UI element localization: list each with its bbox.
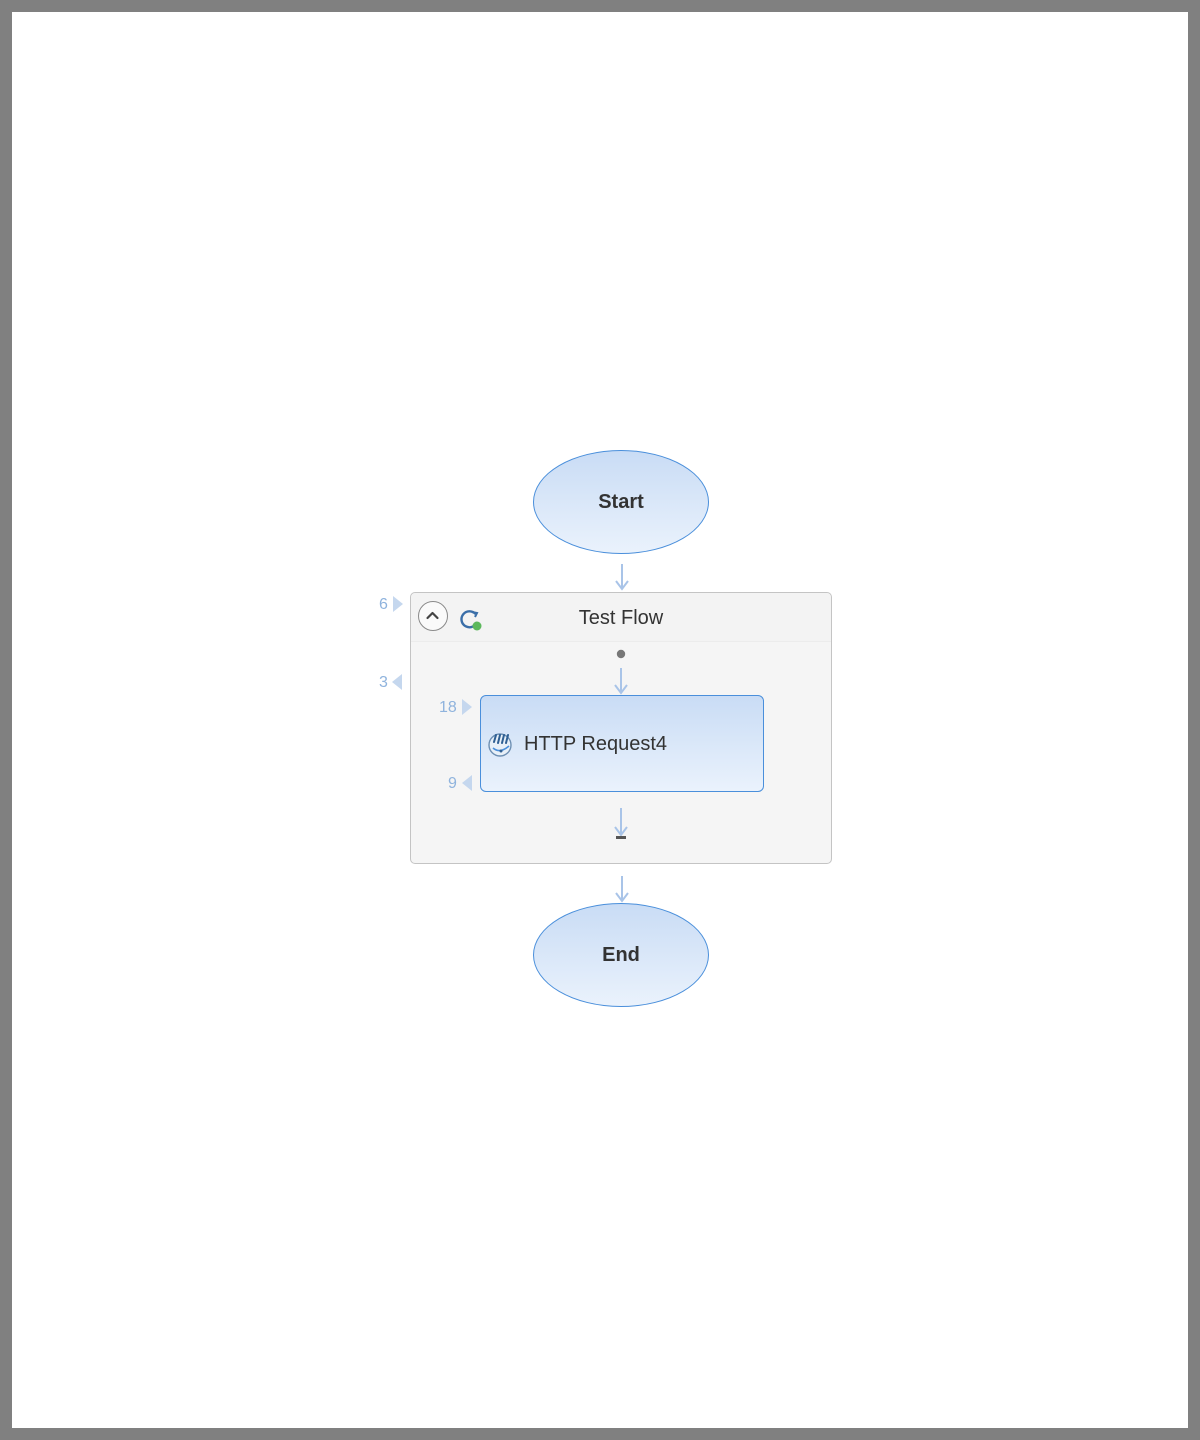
task-in-port-count: 18 — [439, 699, 457, 716]
loop-status-icon — [460, 610, 482, 631]
group-exit-marker — [616, 836, 626, 839]
group-title: Test Flow — [578, 607, 664, 629]
connector-arrow-start-to-group — [615, 564, 629, 591]
group-out-port[interactable] — [391, 673, 403, 691]
task-out-port-count: 9 — [448, 775, 457, 792]
end-node[interactable]: End — [533, 903, 709, 1007]
task-out-port[interactable] — [461, 774, 473, 792]
chevron-up-icon — [426, 611, 439, 620]
connector-arrow-group-to-end — [615, 876, 629, 903]
group-entry-connector — [614, 649, 628, 695]
start-node-label: Start — [598, 490, 644, 513]
start-node[interactable]: Start — [533, 450, 709, 554]
task-in-port[interactable] — [461, 698, 473, 716]
group-out-port-count: 3 — [379, 674, 388, 691]
collapse-button[interactable] — [418, 601, 448, 631]
group-entry-dot — [616, 649, 626, 659]
http-request-node[interactable]: HTTP Request4 — [480, 695, 764, 792]
http-request-label: HTTP Request4 — [524, 733, 668, 755]
group-header: Test Flow — [411, 593, 831, 642]
end-node-label: End — [602, 943, 640, 966]
group-exit-connector — [614, 808, 628, 839]
http-request-icon — [488, 733, 512, 757]
group-in-port[interactable] — [392, 595, 404, 613]
group-in-port-count: 6 — [379, 596, 388, 613]
